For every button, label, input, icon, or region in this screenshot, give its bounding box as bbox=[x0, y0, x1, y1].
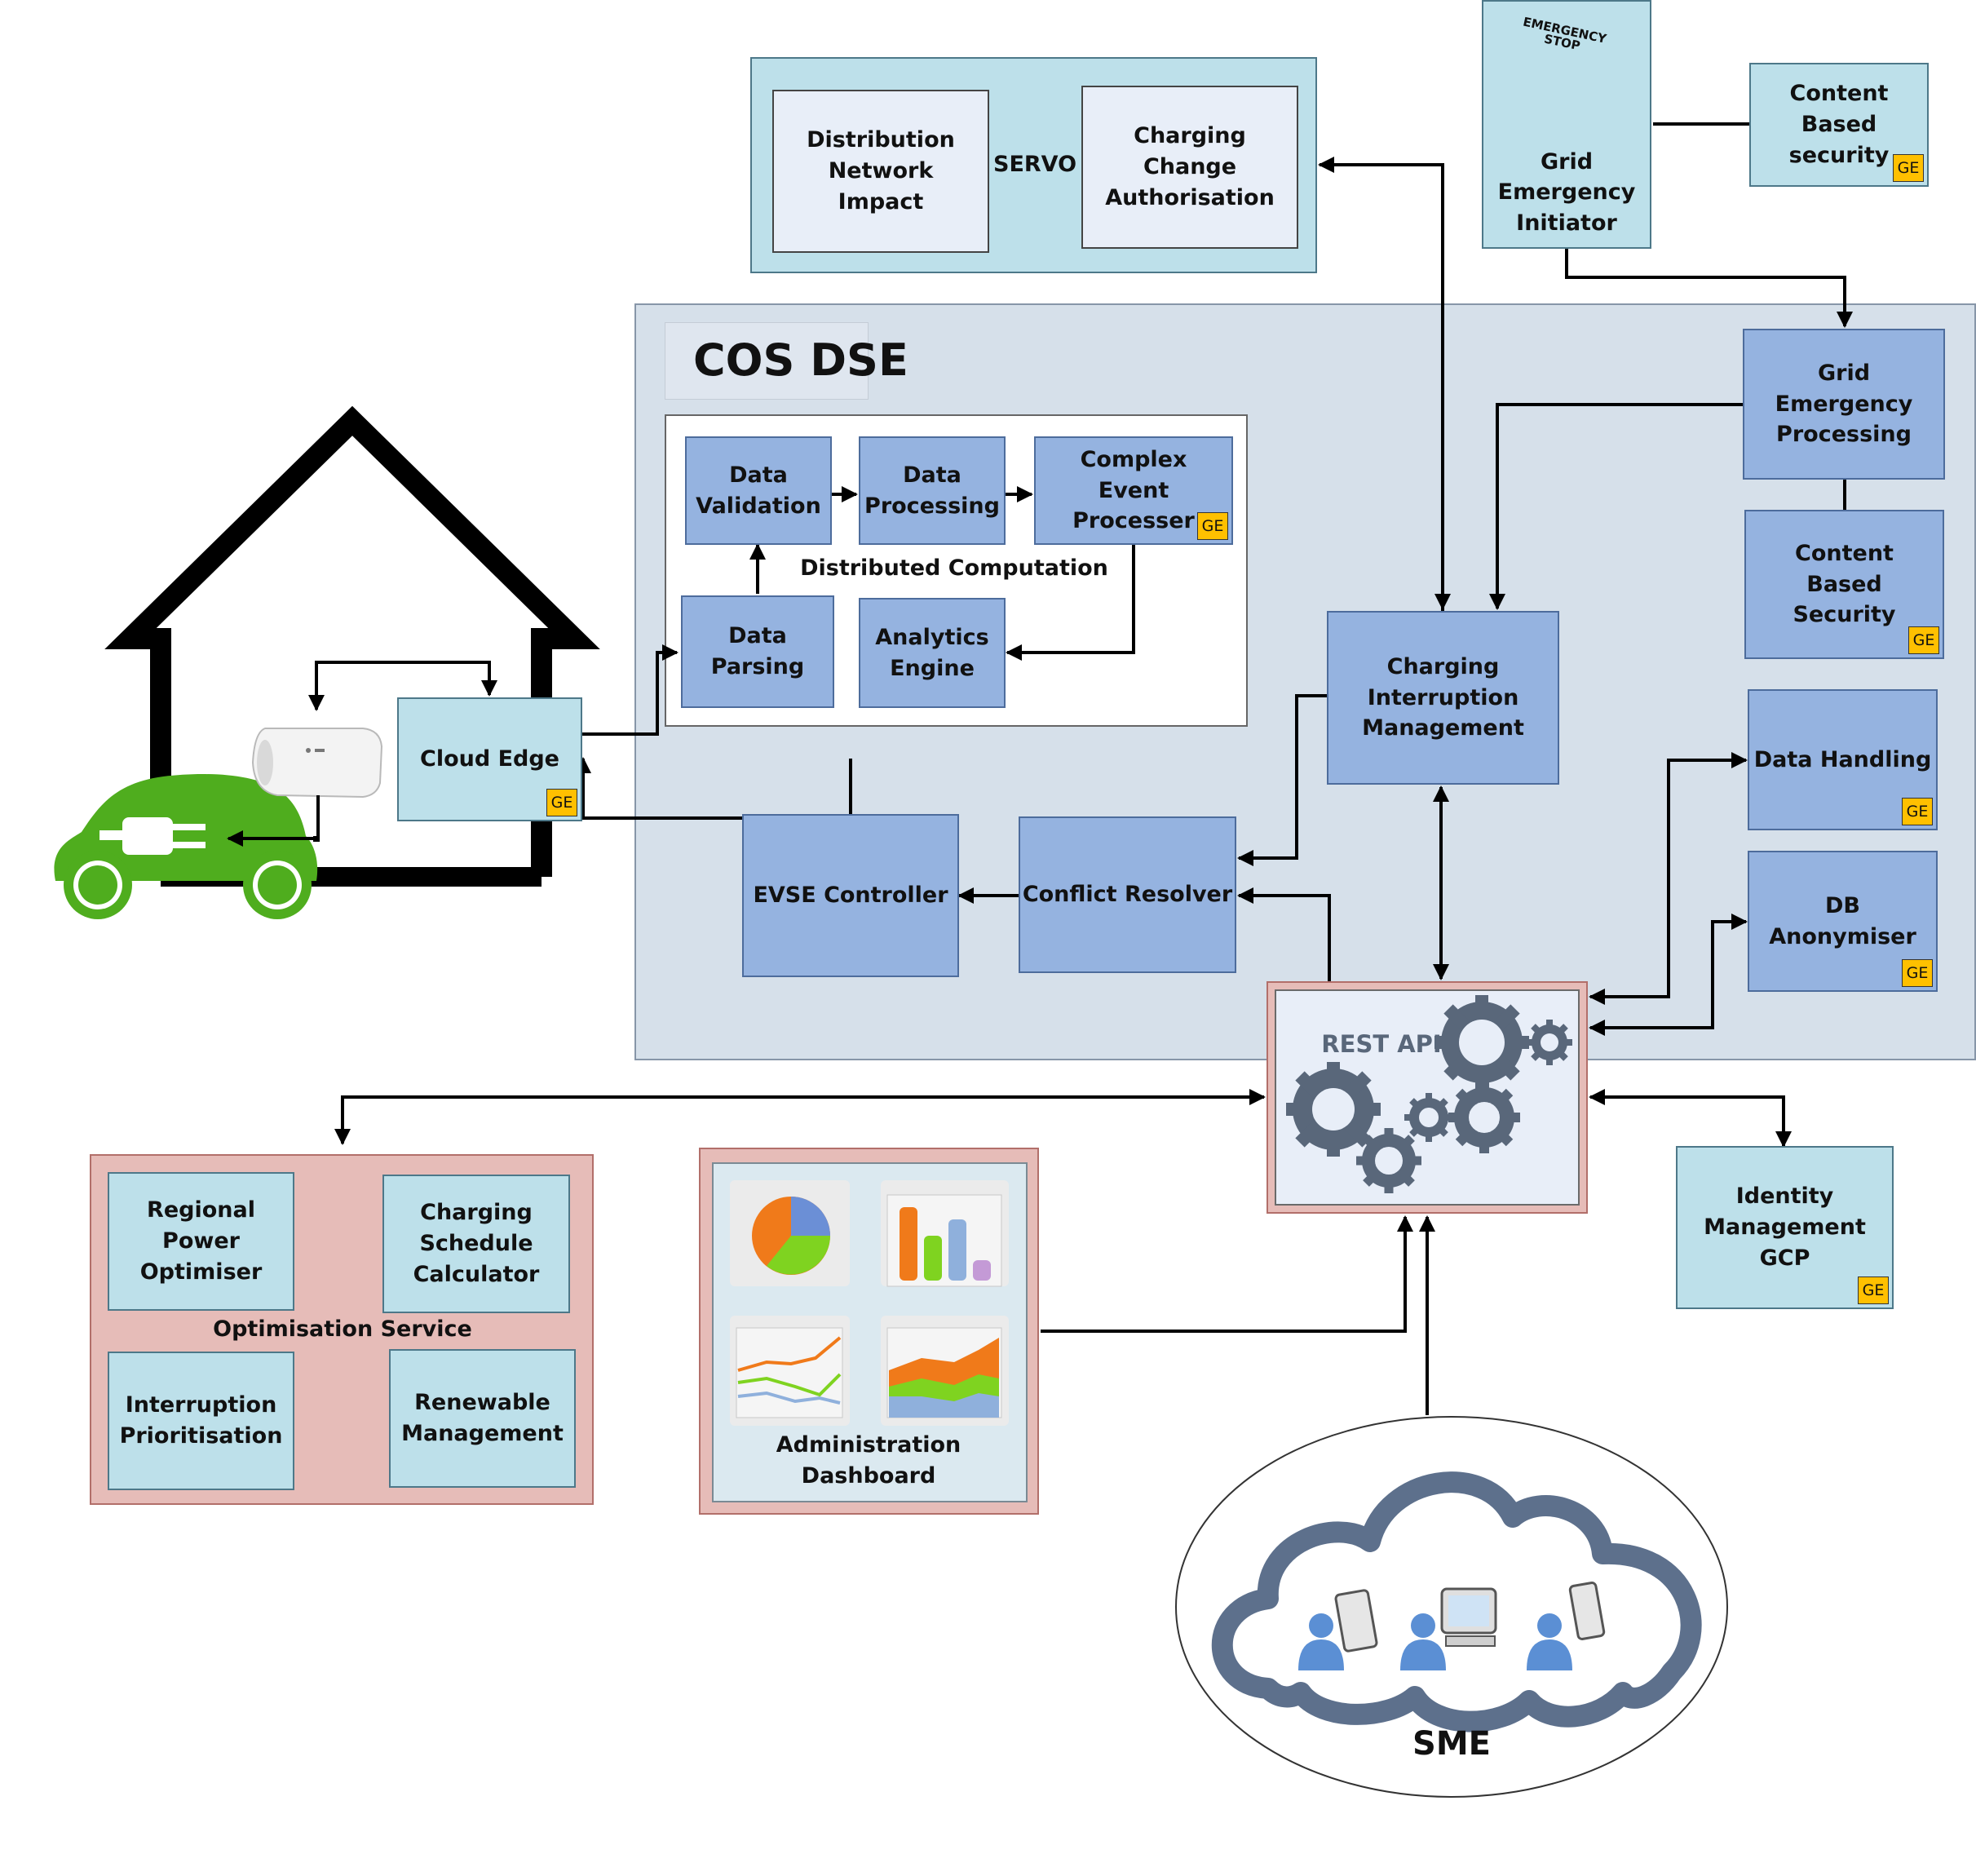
grid-emergency-initiator-box[interactable]: Grid Emergency Initiator bbox=[1482, 0, 1651, 249]
charging-interruption-management-box[interactable]: Charging Interruption Management bbox=[1327, 611, 1559, 785]
regional-power-optimiser-label: Regional Power Optimiser bbox=[139, 1197, 263, 1285]
ge-badge: GE bbox=[1902, 959, 1933, 987]
conflict-resolver-box[interactable]: Conflict Resolver bbox=[1019, 816, 1236, 973]
data-handling-box[interactable]: Data Handling GE bbox=[1748, 689, 1938, 830]
data-validation-box[interactable]: Data Validation bbox=[685, 436, 832, 545]
ge-badge: GE bbox=[546, 789, 577, 816]
complex-event-processer-label: Complex Event Processer bbox=[1072, 446, 1195, 534]
charging-change-authorisation-label: Charging Change Authorisation bbox=[1105, 123, 1275, 210]
rest-api-label: REST API bbox=[1321, 1030, 1442, 1058]
analytics-engine-box[interactable]: Analytics Engine bbox=[859, 598, 1006, 708]
distribution-network-impact-box[interactable]: Distribution Network Impact bbox=[772, 90, 989, 253]
grid-emergency-processing-label: Grid Emergency Processing bbox=[1775, 360, 1913, 448]
interruption-prioritisation-box[interactable]: Interruption Prioritisation bbox=[108, 1352, 294, 1490]
bar-chart-thumbnail bbox=[881, 1180, 1009, 1287]
ge-badge: GE bbox=[1908, 626, 1939, 654]
data-parsing-label: Data Parsing bbox=[710, 623, 805, 679]
line-chart-thumbnail bbox=[730, 1316, 850, 1426]
grid-emergency-processing-box[interactable]: Grid Emergency Processing bbox=[1743, 329, 1945, 480]
cloud-edge-label: Cloud Edge bbox=[420, 746, 559, 772]
sme-label: SME bbox=[1412, 1725, 1491, 1763]
data-processing-box[interactable]: Data Processing bbox=[859, 436, 1006, 545]
cos-dse-title: COS DSE bbox=[693, 334, 908, 386]
electric-car-icon bbox=[54, 774, 318, 919]
evse-controller-box[interactable]: EVSE Controller bbox=[742, 814, 959, 977]
db-anonymiser-label: DB Anonymiser bbox=[1769, 892, 1916, 949]
user-devices-icon bbox=[1298, 1582, 1606, 1670]
charging-interruption-management-label: Charging Interruption Management bbox=[1362, 653, 1524, 741]
content-based-security-box[interactable]: Content Based Security GE bbox=[1744, 510, 1944, 659]
ge-badge: GE bbox=[1893, 154, 1924, 182]
ge-badge: GE bbox=[1197, 512, 1228, 540]
optimisation-service-label: Optimisation Service bbox=[213, 1316, 472, 1342]
renewable-management-box[interactable]: Renewable Management bbox=[389, 1349, 576, 1488]
servo-label: SERVO bbox=[993, 152, 1077, 177]
identity-management-box[interactable]: Identity Management GCP GE bbox=[1676, 1146, 1894, 1309]
data-parsing-box[interactable]: Data Parsing bbox=[681, 595, 834, 708]
cloud-edge-box[interactable]: Cloud Edge GE bbox=[397, 697, 582, 821]
identity-management-label: Identity Management GCP bbox=[1704, 1184, 1866, 1271]
data-handling-label: Data Handling bbox=[1753, 746, 1932, 772]
ge-badge: GE bbox=[1902, 798, 1933, 825]
connectors bbox=[227, 122, 1853, 1415]
conflict-resolver-label: Conflict Resolver bbox=[1022, 882, 1233, 908]
data-processing-label: Data Processing bbox=[864, 462, 1000, 519]
content-based-security-top-label: Content Based security bbox=[1788, 81, 1890, 168]
wall-charger-icon bbox=[251, 728, 383, 799]
charging-schedule-calculator-box[interactable]: Charging Schedule Calculator bbox=[382, 1175, 570, 1313]
interruption-prioritisation-label: Interruption Prioritisation bbox=[119, 1392, 283, 1449]
complex-event-processer-box[interactable]: Complex Event Processer GE bbox=[1034, 436, 1233, 545]
pie-chart-thumbnail bbox=[730, 1180, 850, 1286]
grid-emergency-initiator-label: Grid Emergency Initiator bbox=[1497, 148, 1636, 237]
charging-schedule-calculator-label: Charging Schedule Calculator bbox=[413, 1200, 540, 1287]
evse-controller-label: EVSE Controller bbox=[753, 883, 948, 909]
distributed-computation-label: Distributed Computation bbox=[800, 555, 1108, 581]
db-anonymiser-box[interactable]: DB Anonymiser GE bbox=[1748, 851, 1938, 992]
content-based-security-label: Content Based Security bbox=[1793, 540, 1896, 628]
ge-badge: GE bbox=[1858, 1276, 1889, 1304]
content-based-security-top-box[interactable]: Content Based security GE bbox=[1749, 63, 1929, 187]
area-chart-thumbnail bbox=[881, 1316, 1009, 1426]
distribution-network-impact-label: Distribution Network Impact bbox=[807, 127, 955, 215]
renewable-management-label: Renewable Management bbox=[401, 1390, 564, 1446]
charging-change-authorisation-box[interactable]: Charging Change Authorisation bbox=[1081, 86, 1298, 249]
regional-power-optimiser-box[interactable]: Regional Power Optimiser bbox=[108, 1172, 294, 1311]
data-validation-label: Data Validation bbox=[696, 462, 821, 519]
gears-icon bbox=[1286, 995, 1572, 1193]
administration-dashboard-label: Administration Dashboard bbox=[776, 1432, 961, 1489]
analytics-engine-label: Analytics Engine bbox=[875, 624, 989, 681]
cos-dse-title-box bbox=[665, 322, 869, 400]
